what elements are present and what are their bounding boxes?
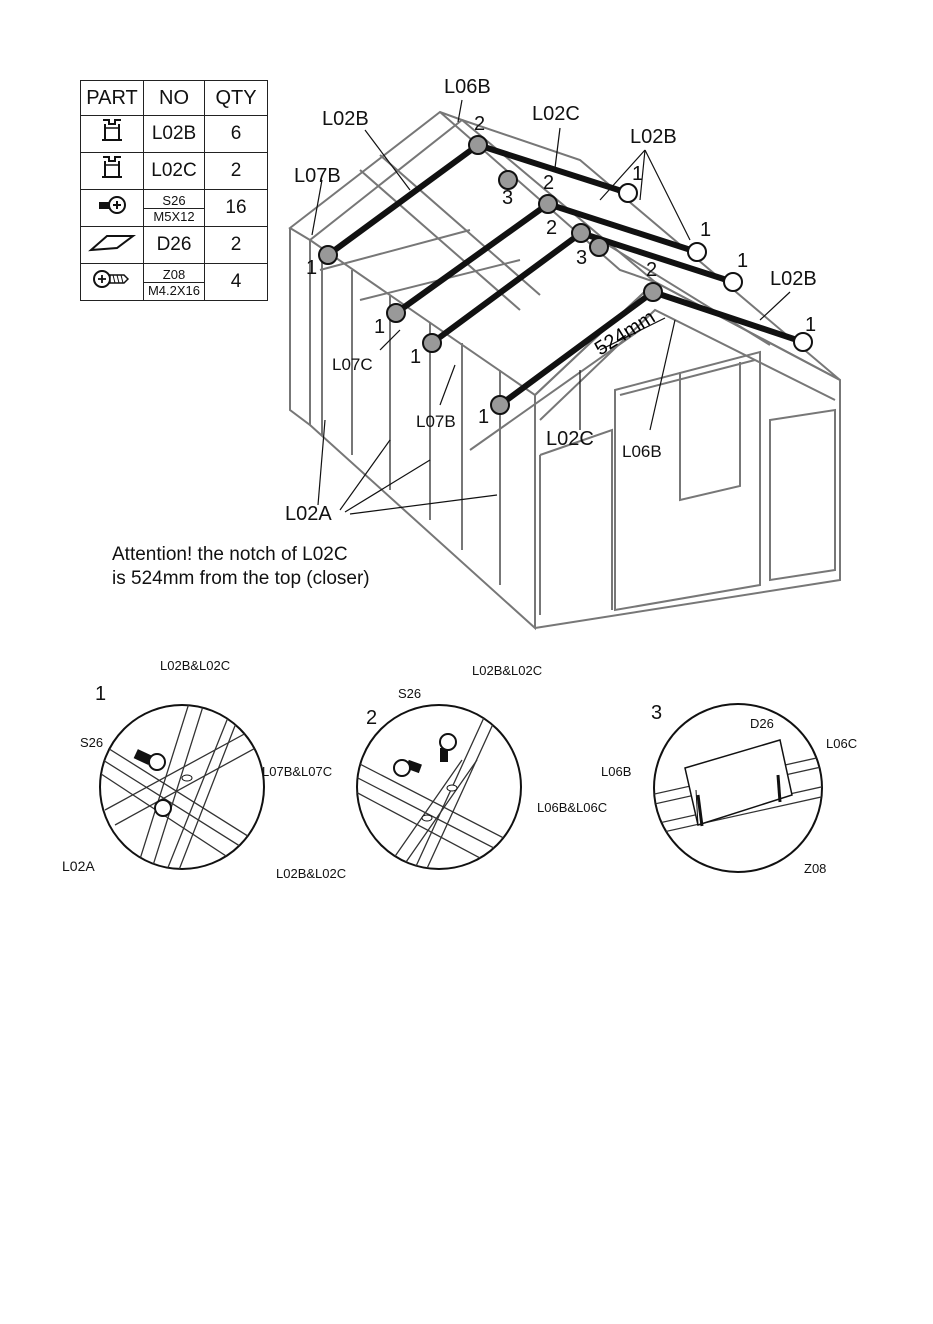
part-no-code: S26 <box>144 193 204 209</box>
number-1: 1 <box>805 314 817 336</box>
detail-2-diagram <box>356 704 522 870</box>
number-2: 2 <box>474 113 486 135</box>
attention-line-1: Attention! the notch of L02C <box>112 544 348 565</box>
number-1: 1 <box>737 250 749 272</box>
part-qty: 4 <box>204 263 268 301</box>
label-l02c-top: L02C <box>532 103 580 125</box>
detail-1-label-top: L02B&L02C <box>160 658 231 673</box>
label-l07c: L07C <box>332 355 373 374</box>
attention-note: Attention! the notch of L02C is 524mm fr… <box>112 543 370 591</box>
detail-3-label-top: D26 <box>750 716 774 731</box>
label-l07b-left: L07B <box>294 165 341 187</box>
detail-2-label-right: L06B&L06C <box>537 800 608 815</box>
number-1: 1 <box>700 219 712 241</box>
detail-2-label-bottom: L02B&L02C <box>276 866 347 881</box>
parts-table: PART NO QTY L02B 6 L02C 2 S26 M5X12 16 D… <box>80 80 268 301</box>
detail-1-label-right: L07B&L07C <box>262 764 333 779</box>
greenhouse-diagram: 524mm <box>288 99 841 631</box>
part-no: Z08 M4.2X16 <box>143 263 205 301</box>
number-2: 2 <box>646 259 658 281</box>
number-1: 1 <box>478 406 490 428</box>
header-part: PART <box>80 80 144 116</box>
parts-table-header: PART NO QTY <box>80 80 268 116</box>
table-row: D26 2 <box>80 226 268 264</box>
screw-icon <box>80 263 144 301</box>
label-l02b-right: L02B <box>630 126 677 148</box>
number-1: 1 <box>632 163 644 185</box>
detail-1-diagram <box>99 704 265 870</box>
part-qty: 16 <box>204 189 268 227</box>
detail-3-diagram <box>653 703 823 873</box>
detail-2-label-top: L02B&L02C <box>472 663 543 678</box>
part-qty: 2 <box>204 226 268 264</box>
label-l07b-bottom: L07B <box>416 412 456 431</box>
detail-2-number: 2 <box>366 707 378 729</box>
bracket-icon <box>80 226 144 264</box>
table-row: S26 M5X12 16 <box>80 189 268 227</box>
profile-bar-icon <box>80 115 144 153</box>
attention-line-2: is 524mm from the top (closer) <box>112 568 370 589</box>
detail-3-number: 3 <box>651 702 663 724</box>
number-1: 1 <box>374 316 386 338</box>
part-no: D26 <box>143 226 205 264</box>
profile-bar-icon <box>80 152 144 190</box>
detail-3-label-left: L06B <box>601 764 632 779</box>
detail-1-label-bolt: S26 <box>80 735 104 750</box>
part-no: L02C <box>143 152 205 190</box>
part-no-size: M4.2X16 <box>147 282 201 298</box>
label-l06b-top: L06B <box>444 76 491 98</box>
number-3: 3 <box>576 247 588 269</box>
detail-1-number: 1 <box>95 683 107 705</box>
number-2: 2 <box>543 172 555 194</box>
part-no: L02B <box>143 115 205 153</box>
number-1: 1 <box>306 257 318 279</box>
part-qty: 6 <box>204 115 268 153</box>
label-l02c-bottom: L02C <box>546 428 594 450</box>
table-row: L02B 6 <box>80 115 268 153</box>
table-row: Z08 M4.2X16 4 <box>80 263 268 301</box>
detail-3-label-right: L06C <box>826 736 858 751</box>
part-no: S26 M5X12 <box>143 189 205 227</box>
bolt-icon <box>80 189 144 227</box>
number-3: 3 <box>502 187 514 209</box>
part-qty: 2 <box>204 152 268 190</box>
table-row: L02C 2 <box>80 152 268 190</box>
label-l02b-left: L02B <box>322 108 369 130</box>
number-1: 1 <box>410 346 422 368</box>
number-2: 2 <box>546 217 558 239</box>
part-no-code: Z08 <box>144 267 204 283</box>
label-l02b-far-right: L02B <box>770 268 817 290</box>
detail-1-label-bottom: L02A <box>62 858 95 874</box>
label-l02a: L02A <box>285 503 332 525</box>
part-no-size: M5X12 <box>153 208 195 224</box>
detail-3-label-bottom: Z08 <box>804 861 827 876</box>
detail-2-label-bolt: S26 <box>398 686 422 701</box>
label-l06b-bottom: L06B <box>622 442 662 461</box>
header-no: NO <box>143 80 205 116</box>
header-qty: QTY <box>204 80 268 116</box>
